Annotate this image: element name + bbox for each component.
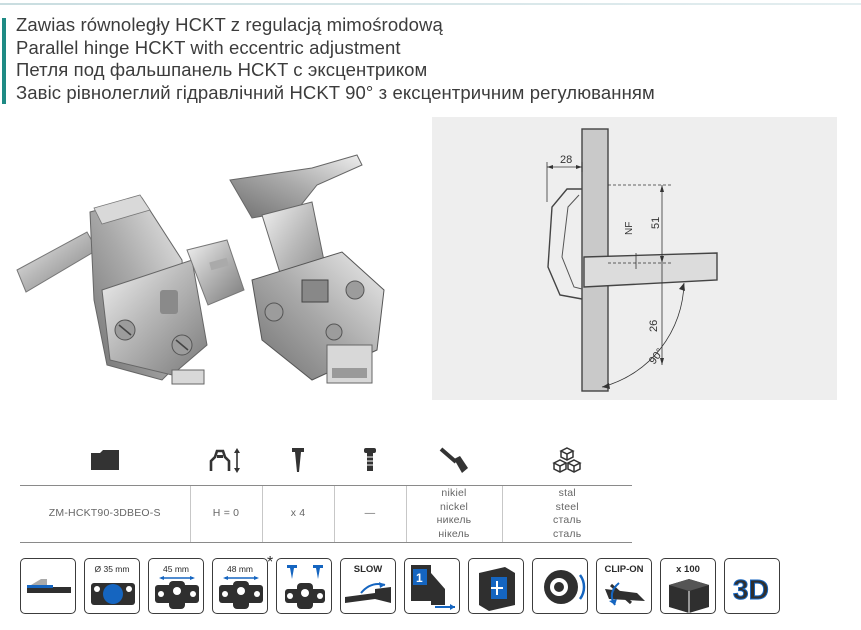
brush-finish-icon: [406, 440, 502, 480]
dim-51: 51: [650, 217, 662, 229]
hinge-cap: [186, 239, 245, 306]
finish-ua: нікель: [438, 527, 470, 540]
finish-en: nickel: [439, 500, 469, 513]
folder-icon: [20, 440, 190, 480]
material-cubes-icon: [502, 440, 632, 480]
euro-screw-value: —: [333, 485, 406, 543]
3d-adjustment-icon: 3D: [724, 558, 780, 614]
height-adjust-icon: [190, 440, 262, 480]
distance-45-label: 45 mm: [163, 564, 189, 574]
material-ru: сталь: [553, 514, 582, 526]
dim-28: 28: [560, 154, 572, 166]
cup-35-icon: Ø 35 mm: [84, 558, 140, 614]
hinge-photo: [16, 154, 385, 385]
distance-48-label: 48 mm: [227, 564, 253, 574]
clip-on-label: CLIP-ON: [604, 564, 644, 575]
height-value: H = 0: [189, 485, 262, 543]
dim-26: 26: [648, 320, 660, 332]
step-number: 1: [416, 571, 423, 585]
left-hinge: [16, 194, 208, 385]
product-code: ZM-HCKT90-3DBEO-S: [20, 485, 190, 543]
finish-cell: nikiel nickel никель нікель: [405, 485, 502, 543]
eccentric-cam-icon: [532, 558, 588, 614]
material-pl: stal: [558, 487, 576, 499]
title-pl: Zawias równoległy HCKT z regulacją mimoś…: [16, 14, 443, 35]
material-ua: сталь: [553, 527, 582, 540]
finish-ru: никель: [436, 514, 472, 526]
angle-label: 90°: [647, 346, 667, 367]
material-en: steel: [555, 500, 579, 513]
asterisk-note: *: [267, 554, 274, 571]
spec-table: ZM-HCKT90-3DBEO-S H = 0 x 4 — nikiel nic…: [20, 485, 632, 543]
clip-on-icon: CLIP-ON: [596, 558, 652, 614]
technical-drawing-panel: 28 51 NF 26 90°: [432, 117, 837, 400]
finish-pl: nikiel: [441, 487, 467, 499]
3d-adjust-box-icon: [468, 558, 524, 614]
spec-table-block: ZM-HCKT90-3DBEO-S H = 0 x 4 — nikiel nic…: [20, 440, 632, 545]
slow-label: SLOW: [353, 564, 383, 575]
pack-count-label: x 100: [676, 564, 700, 575]
screw-icon: [262, 440, 334, 480]
three-d-label: 3D: [733, 574, 769, 605]
title-ua: Завіс рівнолеглий гідравлічний HCKT 90° …: [16, 81, 655, 103]
step-one-install-icon: 1: [404, 558, 460, 614]
title-ru: Петля под фальшпанель HCKT с эксцентрико…: [16, 59, 428, 80]
soft-close-slow-icon: SLOW: [340, 558, 396, 614]
distance-48-icon: 48 mm: [212, 558, 268, 614]
technical-drawing: 28 51 NF 26 90°: [546, 128, 718, 392]
distance-45-icon: 45 mm: [148, 558, 204, 614]
euro-screw-icon: [334, 440, 406, 480]
cup-35-label: Ø 35 mm: [94, 564, 130, 574]
right-hinge: [229, 154, 385, 384]
pack-count-icon: x 100: [660, 558, 716, 614]
title-block: Zawias równoległy HCKT z regulacją mimoś…: [16, 14, 776, 104]
title-en: Parallel hinge HCKT with eccentric adjus…: [16, 36, 401, 58]
top-rule: [0, 3, 861, 5]
mounting-screws-icon: [276, 558, 332, 614]
material-cell: stal steel сталь сталь: [501, 485, 632, 543]
table-row: ZM-HCKT90-3DBEO-S H = 0 x 4 — nikiel nic…: [20, 485, 632, 543]
dim-nf: NF: [624, 222, 635, 235]
screw-count: x 4: [261, 485, 334, 543]
accent-bar: [2, 18, 6, 104]
feature-icons: Ø 35 mm 45 mm 48 mm * SLOW 1 CLIP-ON x 1…: [20, 554, 790, 618]
overlay-door-icon: [20, 558, 76, 614]
